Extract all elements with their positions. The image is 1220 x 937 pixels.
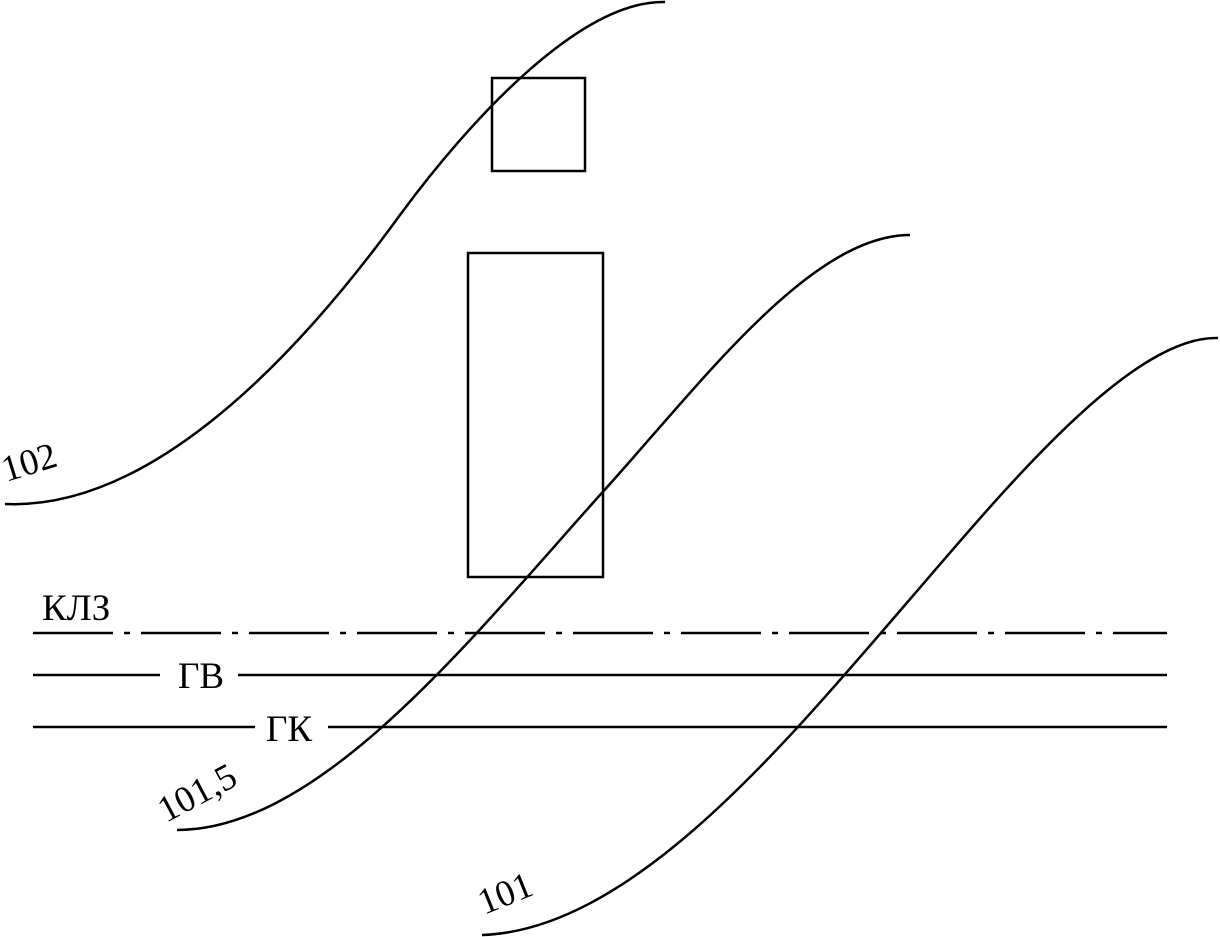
gk-label: ГК — [266, 709, 312, 750]
tall-rectangle — [466, 251, 605, 579]
small-square — [490, 76, 587, 173]
klz-label: КЛЗ — [42, 588, 110, 629]
contour-line-102 — [4, 0, 666, 506]
contour-label-102: 102 — [0, 435, 62, 490]
contour-label-101-5: 101,5 — [151, 756, 244, 831]
contour-line-101-5 — [176, 233, 911, 832]
contour-line-101 — [481, 336, 1219, 937]
gv-label: ГВ — [178, 656, 224, 697]
contour-label-101: 101 — [472, 865, 539, 924]
